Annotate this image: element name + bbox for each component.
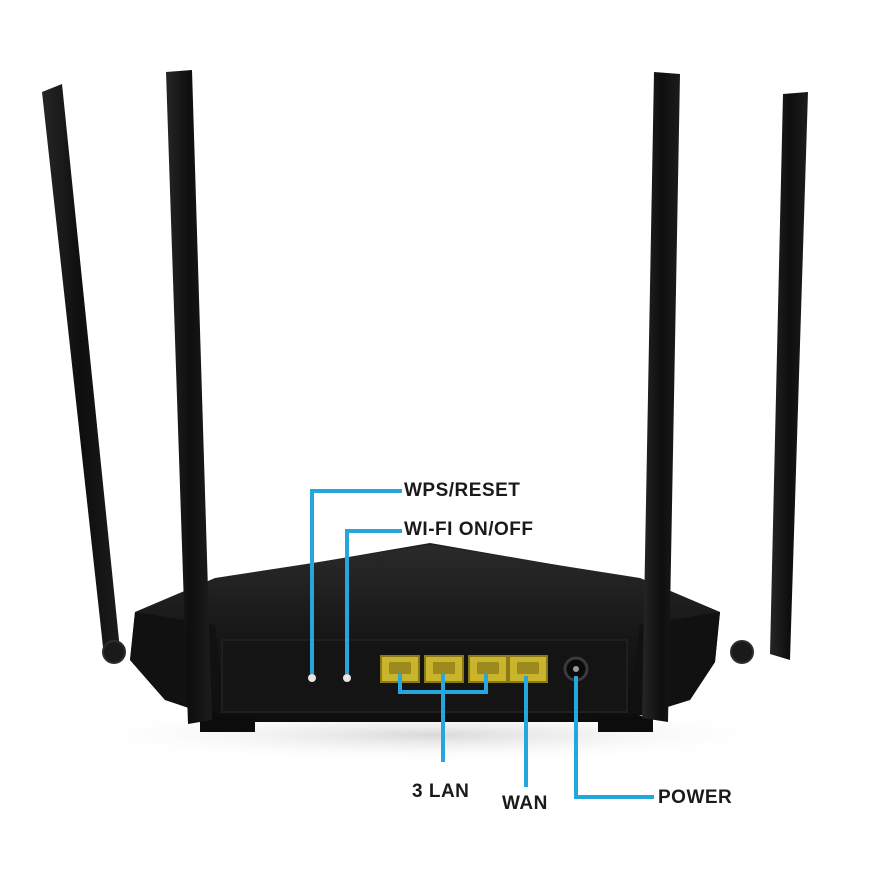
router-foot-right <box>598 716 653 732</box>
wps-reset-label: WPS/RESET <box>404 480 521 501</box>
antenna-inner-left <box>166 70 212 724</box>
wan-label: WAN <box>502 793 548 814</box>
callout-line-wifi <box>345 529 402 674</box>
callout-line-power <box>574 676 654 799</box>
router-foot-left <box>200 716 255 732</box>
wifi-toggle-label: WI-FI ON/OFF <box>404 519 534 540</box>
antenna-hinge-right <box>730 640 754 664</box>
antenna-inner-right <box>642 72 680 722</box>
lan-ports <box>380 655 508 683</box>
lan-label: 3 LAN <box>412 781 470 802</box>
router-right-facet <box>628 612 720 715</box>
callout-lines <box>310 489 654 799</box>
wifi-toggle-button-hole <box>343 674 351 682</box>
power-label: POWER <box>658 787 733 808</box>
antenna-far-right <box>770 92 808 660</box>
callout-line-wps <box>310 489 402 674</box>
wan-port <box>508 655 548 683</box>
antenna-hinge-left <box>102 640 126 664</box>
antenna-far-left <box>42 84 120 656</box>
wps-reset-button-hole <box>308 674 316 682</box>
